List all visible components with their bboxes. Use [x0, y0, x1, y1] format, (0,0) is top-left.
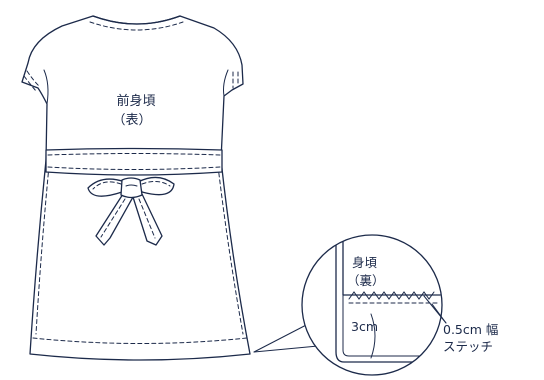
leader-line-lower	[253, 345, 319, 353]
bow-right-tail-stitch	[138, 198, 156, 239]
detail-circle	[301, 234, 443, 376]
neckline	[92, 15, 181, 25]
right-armhole-seam	[223, 69, 229, 97]
front-bodice-label: 前身頃	[116, 93, 155, 109]
reverse-side-label: （裏）	[347, 273, 385, 288]
waistband-bottom-stitch	[47, 166, 221, 170]
bodice-label: 身頃	[352, 255, 378, 270]
stitch-leader-line-b	[431, 303, 447, 324]
bow-knot	[120, 177, 143, 199]
stitch-width-label: 0.5cm 幅	[443, 322, 498, 337]
dress: 前身頃 （表）	[21, 15, 251, 361]
bow-right-loop-stitch	[141, 180, 171, 187]
detail-zigzag-stitch	[348, 291, 435, 300]
left-sleeve-stitch-2	[23, 75, 37, 92]
waistband	[45, 147, 223, 176]
bodice	[21, 15, 244, 161]
bow-left-tail-stitch	[100, 198, 126, 238]
detail-fabric-edge	[335, 235, 442, 363]
skirt-right-side-stitch	[217, 165, 244, 335]
left-armhole-seam	[43, 69, 49, 105]
front-side-label: （表）	[112, 113, 151, 128]
detail-measure-bracket	[370, 313, 376, 359]
bow-right-loop	[137, 176, 175, 196]
hem-width-label: 3cm	[351, 319, 378, 334]
stitch-leader	[423, 295, 447, 324]
hem-stitch	[32, 337, 248, 344]
left-sleeve-stitch	[26, 70, 40, 87]
neckline-stitch	[89, 21, 184, 31]
detail-hem-raw-edge	[342, 294, 442, 357]
waistband-top-stitch	[47, 153, 221, 156]
skirt	[29, 159, 251, 361]
bow-left-loop	[87, 178, 126, 197]
leader-line-upper	[253, 321, 313, 353]
callout-leader	[253, 321, 319, 353]
bow-left-loop-stitch	[92, 181, 122, 190]
hem-detail-callout: 身頃 （裏） 3cm	[301, 234, 443, 376]
skirt-left-side-stitch	[35, 165, 50, 335]
stitch-word-label: ステッチ	[443, 339, 493, 354]
bow-knot-crease	[125, 184, 138, 187]
